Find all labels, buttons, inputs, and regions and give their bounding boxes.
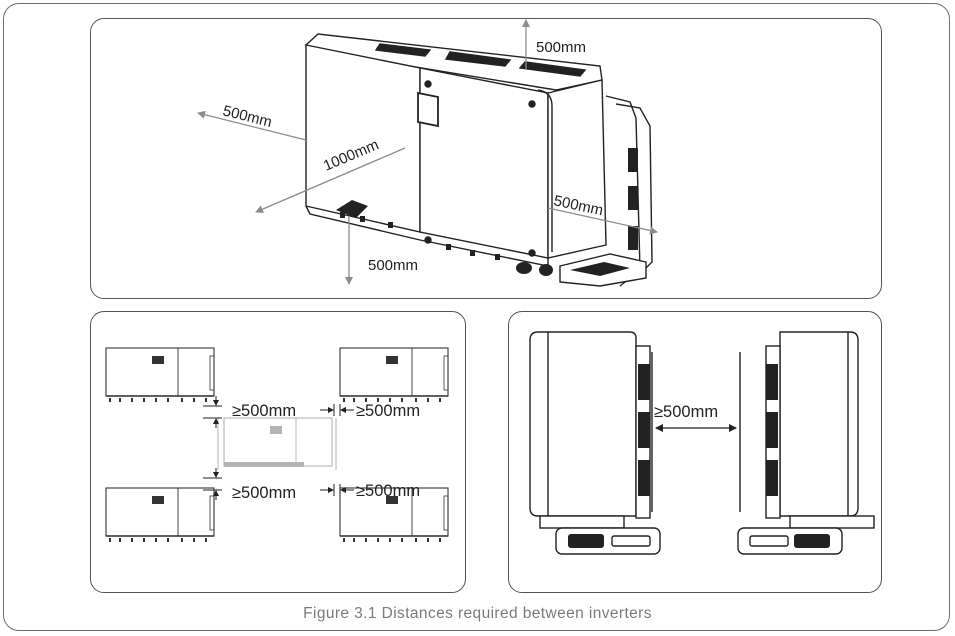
figure-caption: Figure 3.1 Distances required between in… (303, 605, 652, 622)
inverter-top-right (339, 347, 449, 403)
arrow-left (197, 110, 307, 141)
label-side-gap: ≥500mm (654, 403, 718, 421)
label-grid-horizontal-top: ≥500mm (356, 402, 420, 420)
outer-frame (3, 3, 950, 631)
inverter-grid-illustration (105, 347, 449, 543)
inverter-center (217, 417, 337, 470)
arrow-right (547, 207, 658, 235)
inverter-side-view-right (737, 331, 875, 555)
label-below: 500mm (368, 257, 418, 274)
inverter-top-left (105, 347, 215, 403)
label-above: 500mm (536, 39, 586, 56)
inverter-side-view-left (529, 331, 661, 555)
label-grid-horizontal-bottom: ≥500mm (356, 482, 420, 500)
inverter-bottom-left (105, 487, 215, 543)
grid-dimension-marks (203, 396, 354, 500)
label-left: 500mm (221, 102, 274, 131)
label-grid-vertical-bottom: ≥500mm (232, 484, 296, 502)
label-grid-vertical-top: ≥500mm (232, 402, 296, 420)
arrow-front (255, 147, 406, 213)
clearance-arrows-isometric (197, 19, 658, 285)
inverter-isometric-illustration (304, 33, 653, 287)
